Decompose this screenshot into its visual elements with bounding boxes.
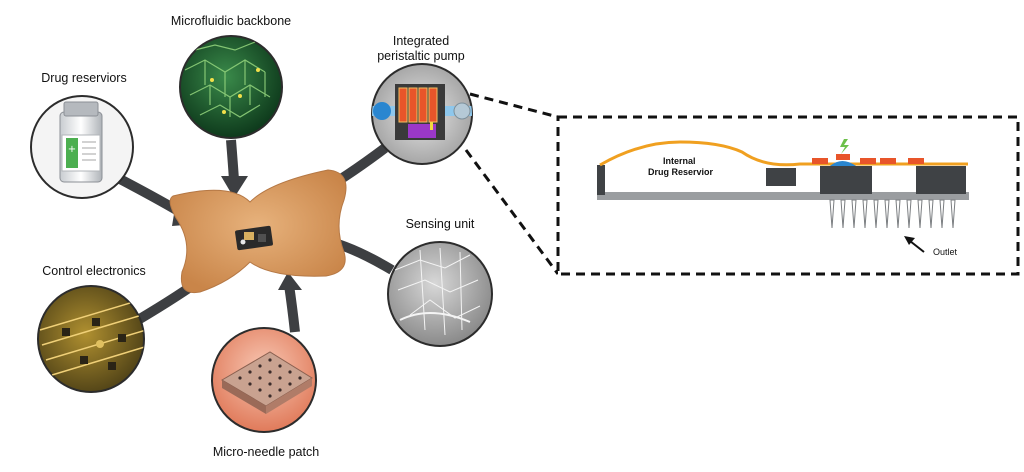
label-sensing-unit: Sensing unit [405,217,475,231]
label-micro-needle-patch: Micro-needle patch [212,445,320,459]
bandage-patch [169,169,347,294]
label-outlet: Outlet [933,247,958,257]
peristaltic-pump-image [371,63,473,165]
label-microfluidic-backbone: Microfluidic backbone [170,14,292,28]
arrow-from-backbone [221,139,248,198]
drug-reservoirs-image: + [30,95,134,199]
arrow-from-micro-needle [278,272,302,333]
outlet-arrow-icon [904,236,925,253]
svg-text:+: + [68,144,76,155]
label-integrated: Integrated [392,34,450,48]
micro-needle-patch-image [211,327,317,433]
lightning-icon [840,139,849,154]
patch-chip [235,225,273,251]
label-peristaltic-pump: peristaltic pump [377,49,465,63]
control-electronics-image [37,285,145,393]
label-drug-reservoir: Drug Reservior [648,167,714,177]
cross-section-drawing [597,139,969,253]
zoom-connector-lines [464,92,560,275]
sensing-unit-image [387,241,493,347]
label-control-electronics: Control electronics [42,264,146,278]
label-internal: Internal [663,156,696,166]
label-drug-reservoirs: Drug reserviors [41,71,127,85]
microfluidic-backbone-image [179,35,283,139]
